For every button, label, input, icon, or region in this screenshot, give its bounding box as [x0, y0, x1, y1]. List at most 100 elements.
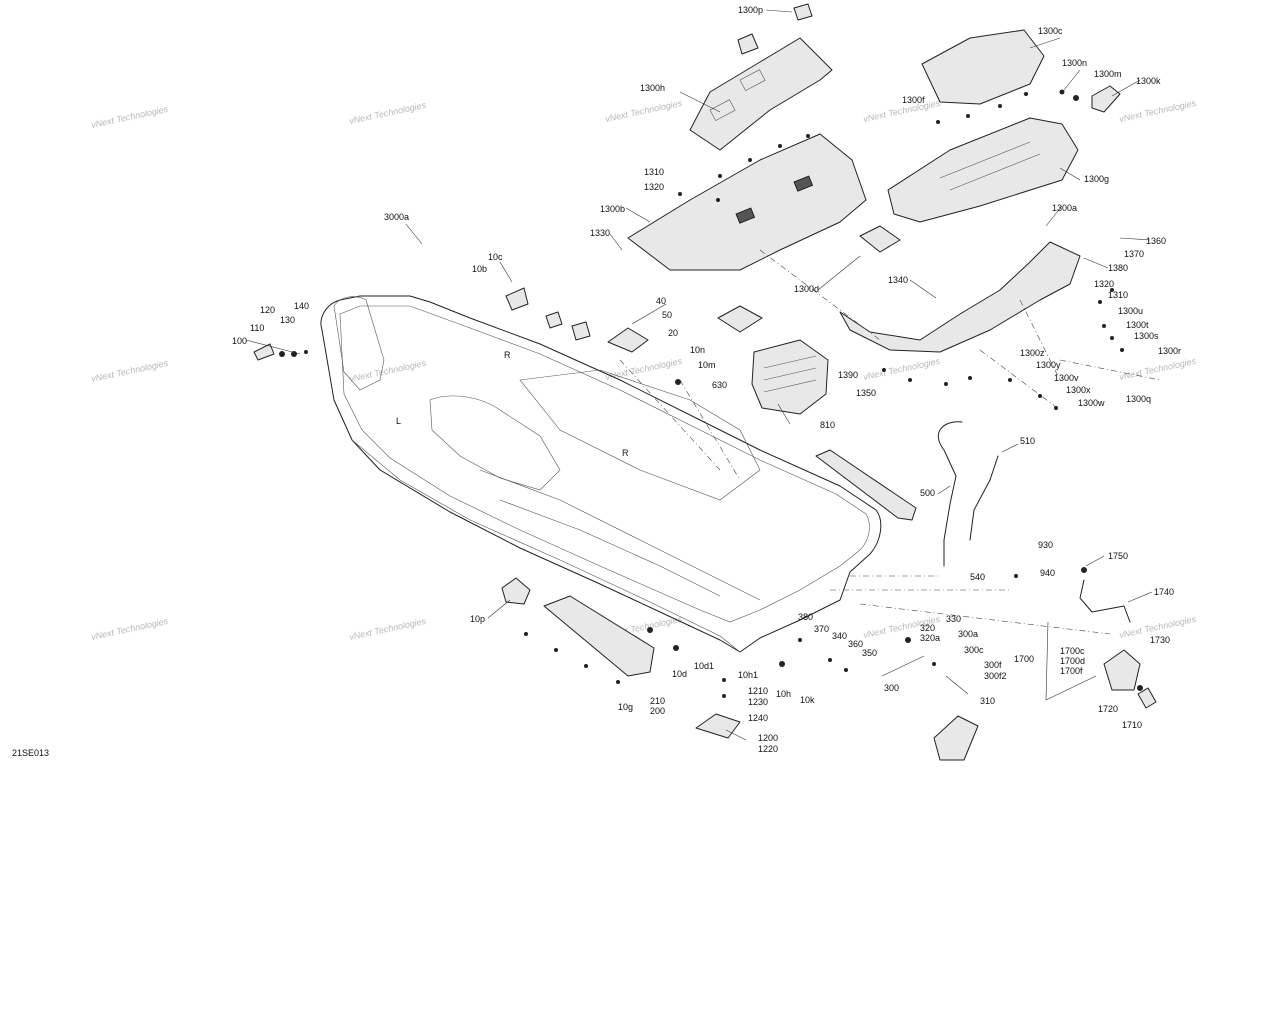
callout-1730: 1730 [1150, 635, 1170, 645]
pump-1700 [1103, 649, 1141, 691]
panel-1300h [689, 37, 833, 151]
callout-10d1: 10d1 [694, 661, 714, 671]
callout-labels: 1300p 1300c 1300n 1300m 1300k 1300h 1300… [232, 5, 1181, 754]
callout-1300r: 1300r [1158, 346, 1181, 356]
callout-1300k: 1300k [1136, 76, 1161, 86]
callout-1310: 1310 [644, 167, 664, 177]
callout-1300q: 1300q [1126, 394, 1151, 404]
callout-1300u: 1300u [1118, 306, 1143, 316]
callout-1210: 1210 [748, 686, 768, 696]
tray-1300d [717, 305, 763, 333]
callout-1700c: 1700c [1060, 646, 1085, 656]
callout-630: 630 [712, 380, 727, 390]
callout-1300m: 1300m [1094, 69, 1122, 79]
callout-810: 810 [820, 420, 835, 430]
callout-1300s: 1300s [1134, 331, 1159, 341]
callout-1700d: 1700d [1060, 656, 1085, 666]
callout-510: 510 [1020, 436, 1035, 446]
sponson-bar [815, 449, 917, 521]
callout-110: 110 [250, 323, 264, 333]
callout-10h1: 10h1 [738, 670, 758, 680]
hull-footwell [519, 369, 761, 501]
hull-keel [351, 439, 741, 653]
callout-10h: 10h [776, 689, 791, 699]
callout-120: 120 [260, 305, 275, 315]
callout-360: 360 [848, 639, 863, 649]
vent-20 [607, 327, 649, 353]
callout-340: 340 [832, 631, 847, 641]
grille-10c [571, 321, 591, 341]
diagram-code: 21SE013 [12, 748, 49, 758]
callout-1700f: 1700f [1060, 666, 1083, 676]
callout-1300f: 1300f [902, 95, 925, 105]
hull-mark-l: L [396, 416, 401, 426]
watermark: vNext Technologies [348, 100, 427, 126]
callout-10g: 10g [618, 702, 633, 712]
hull-seat-well [429, 395, 561, 491]
watermark: vNext Technologies [90, 358, 169, 384]
callout-1320: 1320 [644, 182, 664, 192]
storage-810 [751, 339, 829, 415]
callout-10n: 10n [690, 345, 705, 355]
callout-130: 130 [280, 315, 295, 325]
callout-330: 330 [946, 614, 961, 624]
callout-380: 380 [798, 612, 813, 622]
callout-300a: 300a [958, 629, 978, 639]
callout-140: 140 [294, 301, 309, 311]
callout-1720: 1720 [1098, 704, 1118, 714]
small-parts [253, 287, 1157, 761]
callout-1300b: 1300b [600, 204, 625, 214]
callout-350: 350 [862, 648, 877, 658]
watermark: vNext Technologies [1118, 356, 1197, 382]
callout-1240: 1240 [748, 713, 768, 723]
hose-510 [969, 455, 999, 541]
cap-1300p [737, 33, 759, 55]
callout-1370: 1370 [1124, 249, 1144, 259]
clip-100 [253, 343, 275, 361]
assembly-lines [619, 249, 1161, 635]
callout-1360: 1360 [1146, 236, 1166, 246]
callout-370: 370 [814, 624, 829, 634]
callout-1750: 1750 [1108, 551, 1128, 561]
callout-300c: 300c [964, 645, 984, 655]
callout-1300p: 1300p [738, 5, 763, 15]
watermark: vNext Technologies [1118, 98, 1197, 124]
grate-200 [543, 595, 655, 677]
callout-1740: 1740 [1154, 587, 1174, 597]
callout-940: 940 [1040, 568, 1055, 578]
fitting-1710 [1137, 687, 1157, 709]
cover-1300g [887, 117, 1079, 223]
callout-1310: 1310 [1108, 290, 1128, 300]
hull-outline [320, 295, 882, 653]
callout-320: 320 [920, 623, 935, 633]
rear-bumper [717, 225, 1081, 415]
callout-300f2: 300f2 [984, 671, 1007, 681]
callout-1330: 1330 [590, 228, 610, 238]
callout-1300x: 1300x [1066, 385, 1091, 395]
callout-930: 930 [1038, 540, 1053, 550]
callout-1340: 1340 [888, 275, 908, 285]
callout-100: 100 [232, 336, 247, 346]
callout-1300v: 1300v [1054, 373, 1079, 383]
watermark: vNext Technologies [90, 104, 169, 130]
callout-10b: 10b [472, 264, 487, 274]
callout-10m: 10m [698, 360, 716, 370]
watermark: vNext Technologies [862, 356, 941, 382]
callout-1300z: 1300z [1020, 348, 1045, 358]
grate-1200 [695, 713, 741, 739]
hull-floor [479, 469, 761, 601]
hose-500 [937, 421, 963, 567]
hull-bow-cowl [333, 296, 385, 391]
callout-1380: 1380 [1108, 263, 1128, 273]
callout-540: 540 [970, 572, 985, 582]
watermark: vNext Technologies [348, 358, 427, 384]
callout-300f: 300f [984, 660, 1002, 670]
callout-310: 310 [980, 696, 995, 706]
callout-1230: 1230 [748, 697, 768, 707]
callout-1700: 1700 [1014, 654, 1034, 664]
watermark: vNext Technologies [348, 616, 427, 642]
callout-10c: 10c [488, 252, 503, 262]
callout-1300t: 1300t [1126, 320, 1149, 330]
callout-500: 500 [920, 488, 935, 498]
